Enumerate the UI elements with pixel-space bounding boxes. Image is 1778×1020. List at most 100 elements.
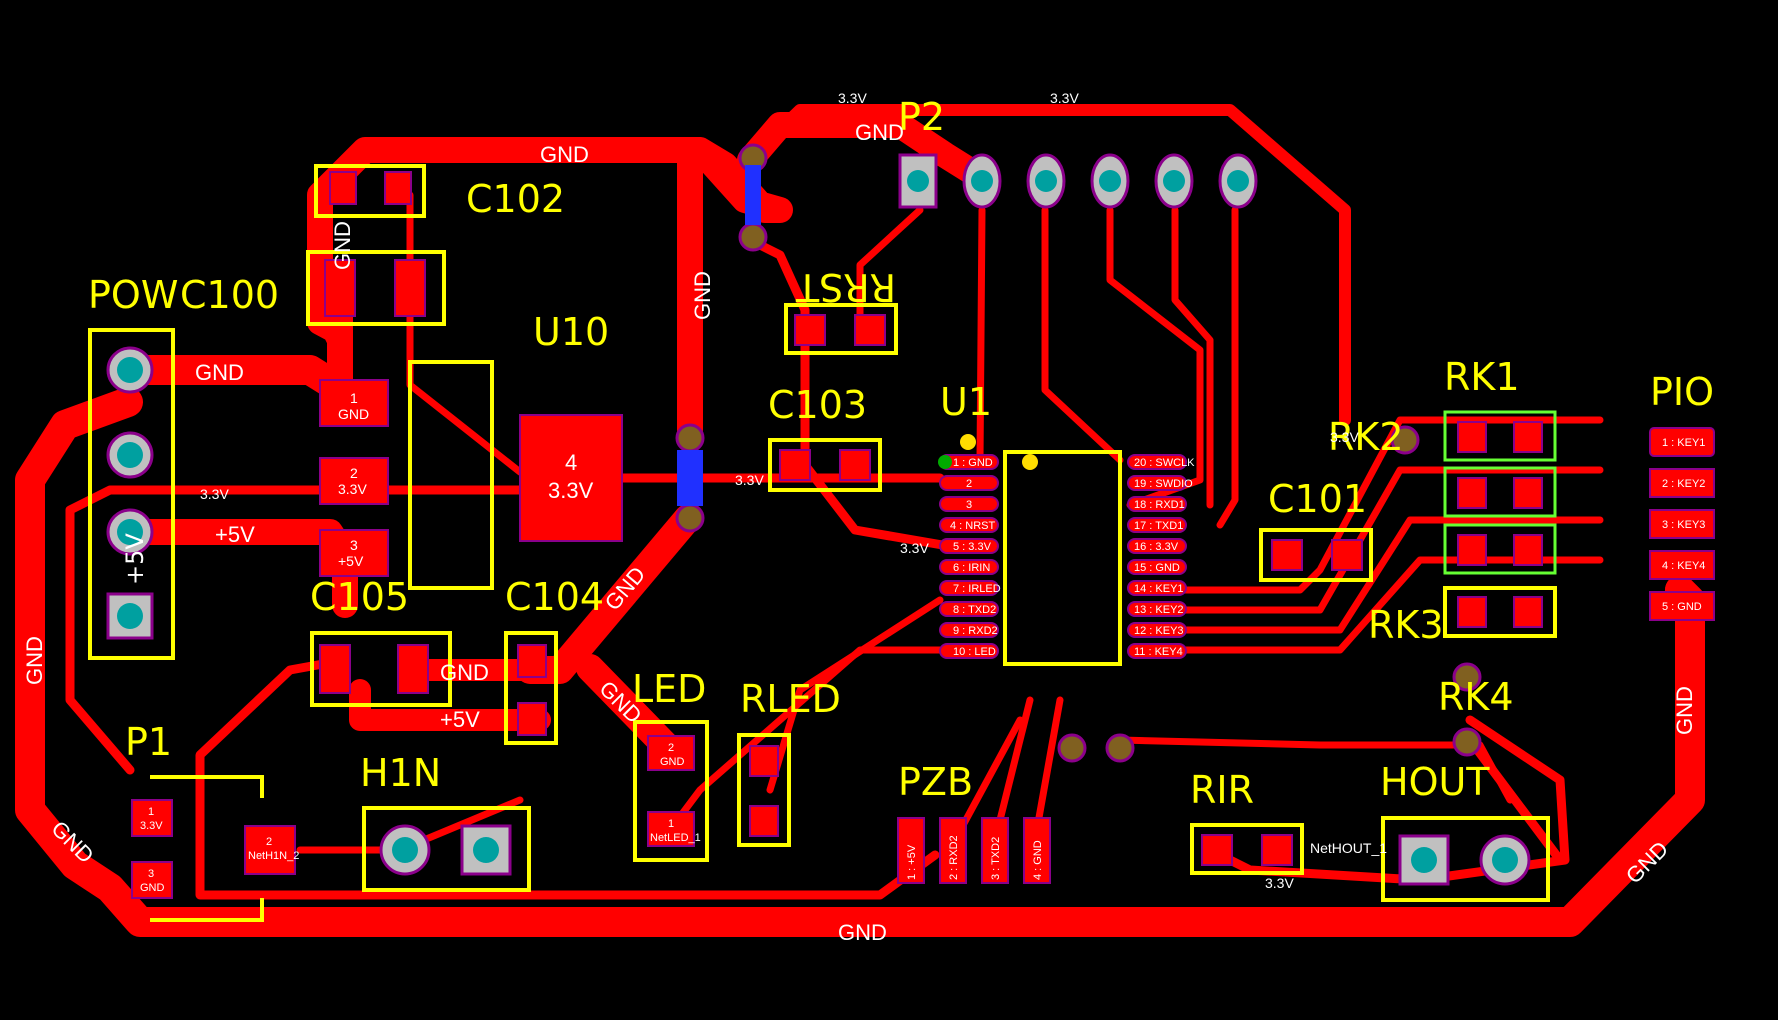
pad-c103-2 [839,449,871,481]
svg-text:15 : GND: 15 : GND [1134,562,1180,574]
svg-text:1: 1 [668,818,674,830]
trace-gnd-outer [15,387,1705,937]
outline-u1 [1003,450,1122,666]
trace-p2-gnd [976,206,986,464]
trace-gnd-pzb [1031,696,1064,844]
pio-pads [1649,427,1715,621]
outline-h1n [362,806,531,892]
u10-pad3-net: +5V [338,553,364,569]
pad-p1-1 [131,799,173,837]
pad-rk3-1 [1457,596,1487,628]
outline-hout [1381,816,1550,902]
pad-c103-1 [779,449,811,481]
pad-pzb-1 [897,817,925,884]
component-labels: POW C100 C102 U10 C103 U1 P2 RRST C101 R… [88,95,1714,812]
net-gnd-c100: GND [330,221,355,270]
pad-c100-1 [324,259,356,317]
rk-green-outlines [1443,410,1557,575]
pio-pin-labels: 1 : KEY1 2 : KEY2 3 : KEY3 4 : KEY4 5 : … [1662,437,1705,613]
label-rk2: RK2 [1328,415,1404,459]
svg-text:1: 1 [148,806,154,818]
pad-rrst-1 [794,314,826,346]
pad-p1-3 [131,861,173,899]
pad-u10-2 [319,457,389,505]
outline-c105 [310,631,452,707]
svg-text:9 : RXD2: 9 : RXD2 [953,625,998,637]
outline-c102 [314,164,426,218]
pad-c102-1 [329,171,357,205]
svg-text:13 : KEY2: 13 : KEY2 [1134,604,1184,616]
net-gnd-bottom: GND [838,920,887,945]
label-pio: PIO [1650,370,1714,414]
trace-led [666,646,944,834]
svg-text:12 : KEY3: 12 : KEY3 [1134,625,1184,637]
label-c100: C100 [180,273,279,317]
svg-text:NetLED_1: NetLED_1 [650,832,701,844]
pad-rir-1 [1201,834,1233,866]
pad-rk3-2 [1513,596,1543,628]
trace-hout [1465,735,1565,865]
pad-pzb-3 [981,817,1009,884]
net-nethout: NetHOUT_1 [1310,840,1387,856]
svg-text:16 : 3.3V: 16 : 3.3V [1134,541,1179,553]
svg-text:4 : GND: 4 : GND [1032,840,1044,880]
outline-pow [88,328,175,660]
pad-rk2-2 [1513,477,1543,509]
pad-rrst-2 [854,314,886,346]
outline-c100 [306,250,446,326]
svg-text:6 : IRIN: 6 : IRIN [953,562,990,574]
pad-c101-2 [1331,539,1363,571]
trace-p2-txd [1216,206,1239,529]
pad-rled-2 [749,805,779,837]
outline-rk1 [1443,410,1557,462]
net-33v-c101: 3.3V [1330,429,1359,445]
label-c102: C102 [466,177,565,221]
net-33v-c103: 3.3V [735,472,764,488]
label-c104: C104 [505,575,604,619]
trace-5v-c104 [349,679,551,731]
pow-5v-label: +5V [121,533,149,585]
u10-pad4-net: 3.3V [548,478,594,503]
label-c105: C105 [310,575,409,619]
net-gnd-left: GND [22,636,47,685]
label-rrst: RRST [795,265,896,309]
trace-p2-rxd [1171,206,1214,509]
pad-u10-1 [319,379,389,427]
net-5v-pow: +5V [215,522,255,547]
label-u10: U10 [533,310,609,354]
label-h1n: H1N [360,751,441,795]
svg-text:4 : NRST: 4 : NRST [950,520,996,532]
trace-key4 [1131,556,1604,654]
label-rk4: RK4 [1438,675,1514,719]
outline-rir [1190,823,1304,875]
via-blue-bridge [677,450,703,506]
net-33v-top: 3.3V [838,90,867,106]
svg-text:3: 3 [148,868,154,880]
outline-c104 [504,631,558,745]
p1-pad-labels: 1 3.3V 3 GND 2 NetH1N_2 [140,806,299,894]
svg-text:11 : KEY4: 11 : KEY4 [1134,646,1183,658]
svg-text:2 : RXD2: 2 : RXD2 [948,835,960,880]
u10-pad1-num: 1 [350,390,358,406]
u10-pad4-num: 4 [565,450,577,475]
outline-u10-ic [408,360,494,590]
u10-pad3-num: 3 [350,537,358,553]
pad-rkm-1 [1457,534,1487,566]
svg-text:4 : KEY4: 4 : KEY4 [1662,560,1705,572]
svg-text:2: 2 [668,742,674,754]
pad-rk1-1 [1457,421,1487,453]
label-hout: HOUT [1380,760,1490,804]
label-p2: P2 [898,95,945,139]
label-u1: U1 [940,380,992,424]
svg-text:2: 2 [966,478,972,490]
label-rk1: RK1 [1444,355,1520,399]
trace-key1 [1131,416,1604,594]
trace-33v-left [65,485,135,775]
label-pow: POW [88,273,178,317]
svg-text:20 : SWCLK: 20 : SWCLK [1134,457,1195,469]
net-33v-top2: 3.3V [1050,90,1079,106]
led-pad-labels: 2 GND 1 NetLED_1 [650,742,701,844]
pad-rir-2 [1261,834,1293,866]
trace-p2-rrst [856,206,924,334]
pad-p1-2 [244,825,296,875]
